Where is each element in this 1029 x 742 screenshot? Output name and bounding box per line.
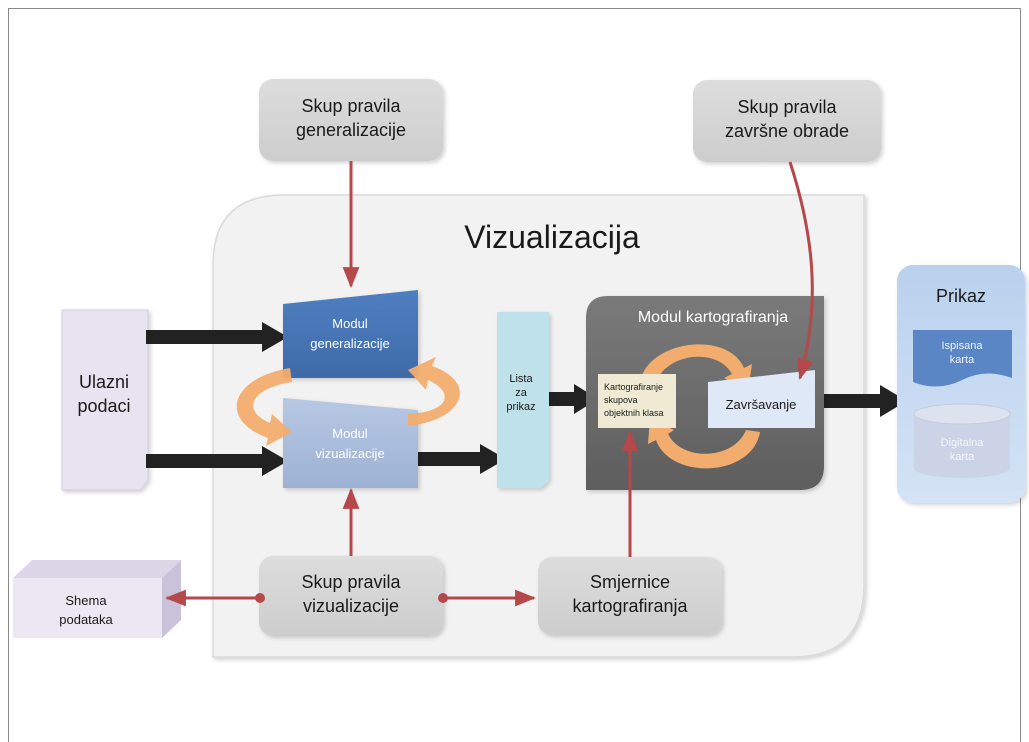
connector-dots bbox=[255, 593, 448, 603]
smjernice-line-1: Smjernice bbox=[590, 572, 670, 592]
lista-line-1: Lista bbox=[509, 373, 533, 385]
skup-zavrsne-line-2: završne obrade bbox=[725, 121, 849, 141]
ispisana-line-1: Ispisana bbox=[942, 340, 984, 352]
orange-arrow-top bbox=[640, 344, 752, 392]
ulazni-podaci: Ulazni podaci bbox=[61, 309, 149, 491]
digitalna-line-1: Digitalna bbox=[941, 437, 985, 449]
modul-vizualizacije-line-2: vizualizacije bbox=[315, 446, 384, 461]
red-connectors bbox=[164, 161, 814, 607]
skup-pravila-generalizacije: Skup pravila generalizacije bbox=[259, 79, 443, 161]
prikaz-title: Prikaz bbox=[936, 286, 986, 306]
orange-arrow-bottom bbox=[648, 418, 760, 469]
kartografiranje-line-3: objektnih klasa bbox=[604, 408, 664, 418]
shema-line-1: Shema bbox=[65, 593, 107, 608]
modul-vizualizacije: Modul vizualizacije bbox=[283, 398, 418, 488]
ispisana-line-2: karta bbox=[950, 354, 975, 366]
skup-vizualizacije-line-2: vizualizacije bbox=[303, 596, 399, 616]
ispisana-karta: Ispisana karta bbox=[913, 330, 1012, 387]
ulazni-line-1: Ulazni bbox=[79, 372, 129, 392]
skup-generalizacije-line-1: Skup pravila bbox=[301, 96, 401, 116]
zavrsavanje-label: Završavanje bbox=[726, 397, 797, 412]
orange-arrow-left bbox=[236, 368, 292, 446]
kartografiranje-line-2: skupova bbox=[604, 395, 638, 405]
zavrsavanje: Završavanje bbox=[708, 370, 815, 428]
skup-pravila-zavrsne-obrade: Skup pravila završne obrade bbox=[693, 80, 881, 162]
arrow-ulazni-to-generalizacija bbox=[146, 322, 288, 352]
arrow-lista-to-kartografiranje bbox=[548, 384, 598, 414]
lista-line-3: prikaz bbox=[506, 401, 535, 413]
cycle-arrows-kartografiranje bbox=[640, 344, 760, 469]
skup-vizualizacije-line-1: Skup pravila bbox=[301, 572, 401, 592]
digitalna-line-2: karta bbox=[950, 451, 975, 463]
kartografiranje-line-1: Kartografiranje bbox=[604, 382, 663, 392]
cycle-arrows-moduli bbox=[236, 357, 460, 446]
digitalna-karta: Digitalna karta bbox=[913, 403, 1011, 478]
modul-vizualizacije-line-1: Modul bbox=[332, 426, 368, 441]
kartografiranje-skupova: Kartografiranje skupova objektnih klasa bbox=[598, 374, 676, 428]
shema-podataka: Shema podataka bbox=[13, 560, 181, 638]
lista-line-2: za bbox=[515, 387, 528, 399]
modul-kartografiranja: Modul kartografiranja bbox=[586, 296, 824, 490]
shema-line-2: podataka bbox=[59, 612, 113, 627]
modul-generalizacije-line-2: generalizacije bbox=[310, 336, 390, 351]
panel-title: Vizualizacija bbox=[464, 219, 640, 255]
ulazni-line-2: podaci bbox=[77, 396, 130, 416]
skup-zavrsne-line-1: Skup pravila bbox=[737, 97, 837, 117]
connector-zavrsna-obrada-down bbox=[788, 161, 814, 381]
orange-arrow-right bbox=[408, 357, 460, 426]
smjernice-kartografiranja: Smjernice kartografiranja bbox=[538, 557, 722, 635]
arrow-ulazni-to-vizualizacija bbox=[146, 446, 288, 476]
arrow-to-prikaz bbox=[818, 385, 907, 417]
lista-za-prikaz: Lista za prikaz bbox=[497, 312, 549, 488]
modul-generalizacije: Modul generalizacije bbox=[283, 290, 418, 378]
flow-arrows-black bbox=[146, 322, 907, 476]
skup-pravila-vizualizacije: Skup pravila vizualizacije bbox=[259, 556, 443, 636]
smjernice-line-2: kartografiranja bbox=[572, 596, 688, 616]
skup-generalizacije-line-2: generalizacije bbox=[296, 120, 406, 140]
arrow-vizualizacija-to-lista bbox=[411, 444, 506, 474]
modul-kartografiranja-title: Modul kartografiranja bbox=[638, 309, 788, 326]
modul-generalizacije-line-1: Modul bbox=[332, 316, 368, 331]
